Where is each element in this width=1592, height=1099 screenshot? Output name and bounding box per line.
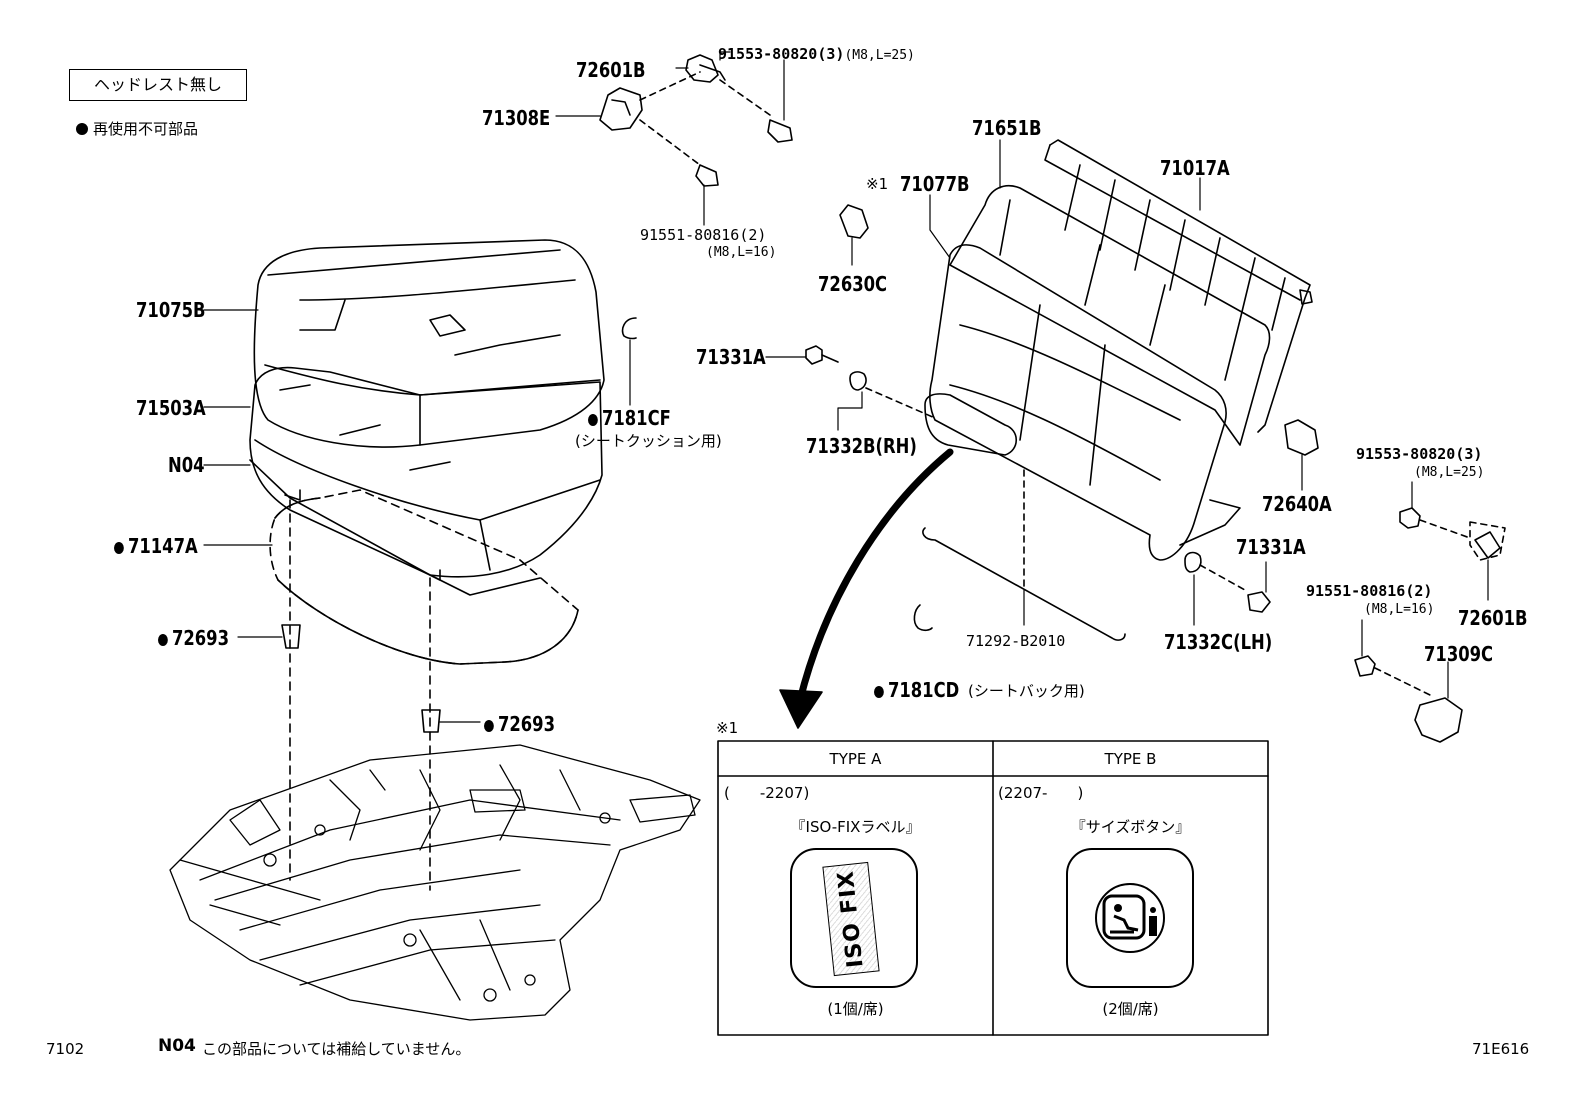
- footer-note-code: N04: [158, 1036, 196, 1056]
- table-type-a-header: TYPE A: [829, 750, 882, 768]
- clip-7181cd-drawing: [913, 604, 933, 632]
- part-71331a-right[interactable]: 71331A: [1236, 535, 1306, 559]
- table-type-a-range: ( -2207): [724, 784, 810, 802]
- seat-cushion-pad-drawing: [249, 366, 603, 578]
- part-71075b[interactable]: 71075B: [136, 298, 206, 322]
- ref-mark-1: ※1: [866, 175, 889, 193]
- part-72693-b-number: 72693: [497, 712, 556, 736]
- bolt-91553-top[interactable]: 91553-80820(3)(M8,L=25): [718, 45, 915, 63]
- figure-code: 71E616: [1472, 1040, 1530, 1058]
- table-type-b-header: TYPE B: [1104, 750, 1157, 768]
- legend-headrest-box: ヘッドレスト無し: [69, 69, 247, 101]
- non-reusable-dot-icon: [158, 634, 168, 646]
- part-7181cf[interactable]: 7181CF: [588, 406, 671, 430]
- part-71147a[interactable]: 71147A: [114, 534, 198, 558]
- bolt-91551-top[interactable]: 91551-80816(2): [640, 226, 767, 244]
- part-71332c[interactable]: 71332C(LH): [1164, 630, 1273, 654]
- bolt-left-drawing: [805, 345, 936, 419]
- leader-lines: [203, 51, 1489, 723]
- bolt-91551-right-spec: (M8,L=16): [1364, 602, 1435, 617]
- part-71332b[interactable]: 71332B(RH): [806, 434, 917, 458]
- size-button-icon: [1066, 848, 1194, 988]
- table-type-b-range: (2207- ): [998, 784, 1084, 802]
- part-71147a-number: 71147A: [127, 534, 198, 558]
- part-n04[interactable]: N04: [168, 453, 205, 477]
- part-71308e[interactable]: 71308E: [482, 106, 551, 130]
- part-72601b-top[interactable]: 72601B: [576, 58, 646, 82]
- part-71503a[interactable]: 71503A: [136, 396, 206, 420]
- child-seat-icon: [1095, 883, 1165, 953]
- legend-bullet-note: 再使用不可部品: [76, 118, 198, 139]
- non-reusable-dot-icon: [588, 414, 598, 426]
- part-71292-b2010[interactable]: 71292-B2010: [966, 632, 1066, 650]
- bolt-91551-right[interactable]: 91551-80816(2): [1306, 582, 1433, 600]
- bullet-dot-icon: [76, 123, 88, 135]
- part-71077b[interactable]: 71077B: [900, 172, 970, 196]
- part-71331a-left[interactable]: 71331A: [696, 345, 766, 369]
- part-7181cf-note: (シートクッション用): [575, 432, 722, 450]
- bolt-91551-top-spec: (M8,L=16): [706, 245, 777, 260]
- hinge-bracket-top-drawing: [599, 54, 793, 187]
- part-7181cd[interactable]: 7181CD: [874, 678, 959, 702]
- part-7181cf-number: 7181CF: [601, 406, 671, 430]
- table-type-b-name: 『サイズボタン』: [1070, 818, 1191, 836]
- table-type-b-qty: (2個/席): [1102, 1000, 1159, 1018]
- iso-fix-label-strip: ISO FIX: [822, 861, 880, 977]
- cushion-mat-drawing: [269, 489, 579, 665]
- part-7181cd-number: 7181CD: [887, 678, 960, 702]
- non-reusable-dot-icon: [114, 542, 124, 554]
- footer-note-text: この部品については補給していません。: [202, 1040, 471, 1058]
- part-72693-b[interactable]: 72693: [484, 712, 555, 736]
- seatback-cover-drawing: [924, 244, 1241, 561]
- part-71017a[interactable]: 71017A: [1160, 156, 1230, 180]
- part-72601b-right[interactable]: 72601B: [1458, 606, 1528, 630]
- bolt-91553-right[interactable]: 91553-80820(3): [1356, 445, 1483, 463]
- part-71651b[interactable]: 71651B: [972, 116, 1042, 140]
- part-7181cd-note: (シートバック用): [968, 682, 1085, 700]
- floor-pan-drawing: [169, 744, 701, 1021]
- part-72693-a-number: 72693: [171, 626, 230, 650]
- table-type-a-name: 『ISO-FIXラベル』: [790, 818, 921, 836]
- legend-bullet-text: 再使用不可部品: [93, 120, 199, 138]
- bolt-right-drawing: [1184, 551, 1271, 613]
- iso-fix-label-icon: ISO FIX: [790, 848, 918, 988]
- non-reusable-dot-icon: [874, 686, 884, 698]
- page-code: 7102: [46, 1040, 85, 1058]
- non-reusable-dot-icon: [484, 720, 494, 732]
- reference-arrow: [779, 448, 954, 729]
- seatback-pad-drawing: [949, 184, 1271, 446]
- bolt-91553-top-number: 91553-80820(3): [718, 45, 845, 63]
- table-type-a-qty: (1個/席): [827, 1000, 884, 1018]
- lock-striker-drawing: [839, 204, 869, 239]
- seatback-frame-drawing: [1044, 139, 1313, 433]
- clip-leaders: [281, 499, 441, 891]
- iso-fix-label-text: ISO FIX: [833, 869, 869, 969]
- clip-7181cf-drawing: [621, 317, 637, 340]
- hinge-cover-drawing: [1284, 419, 1319, 456]
- part-72630c[interactable]: 72630C: [818, 272, 888, 296]
- part-71309c[interactable]: 71309C: [1424, 642, 1494, 666]
- bolt-91553-right-spec: (M8,L=25): [1414, 465, 1485, 480]
- table-ref-mark: ※1: [716, 719, 739, 737]
- part-72693-a[interactable]: 72693: [158, 626, 229, 650]
- bolt-91553-top-spec: (M8,L=25): [844, 48, 915, 63]
- type-table-frame: [717, 740, 1269, 1036]
- seat-cushion-cover-drawing: [253, 239, 605, 448]
- rod-drawing: [922, 469, 1126, 641]
- hinge-bracket-right-drawing: [1354, 507, 1506, 743]
- frame-wire-drawing: [249, 459, 541, 596]
- part-72640a[interactable]: 72640A: [1262, 492, 1332, 516]
